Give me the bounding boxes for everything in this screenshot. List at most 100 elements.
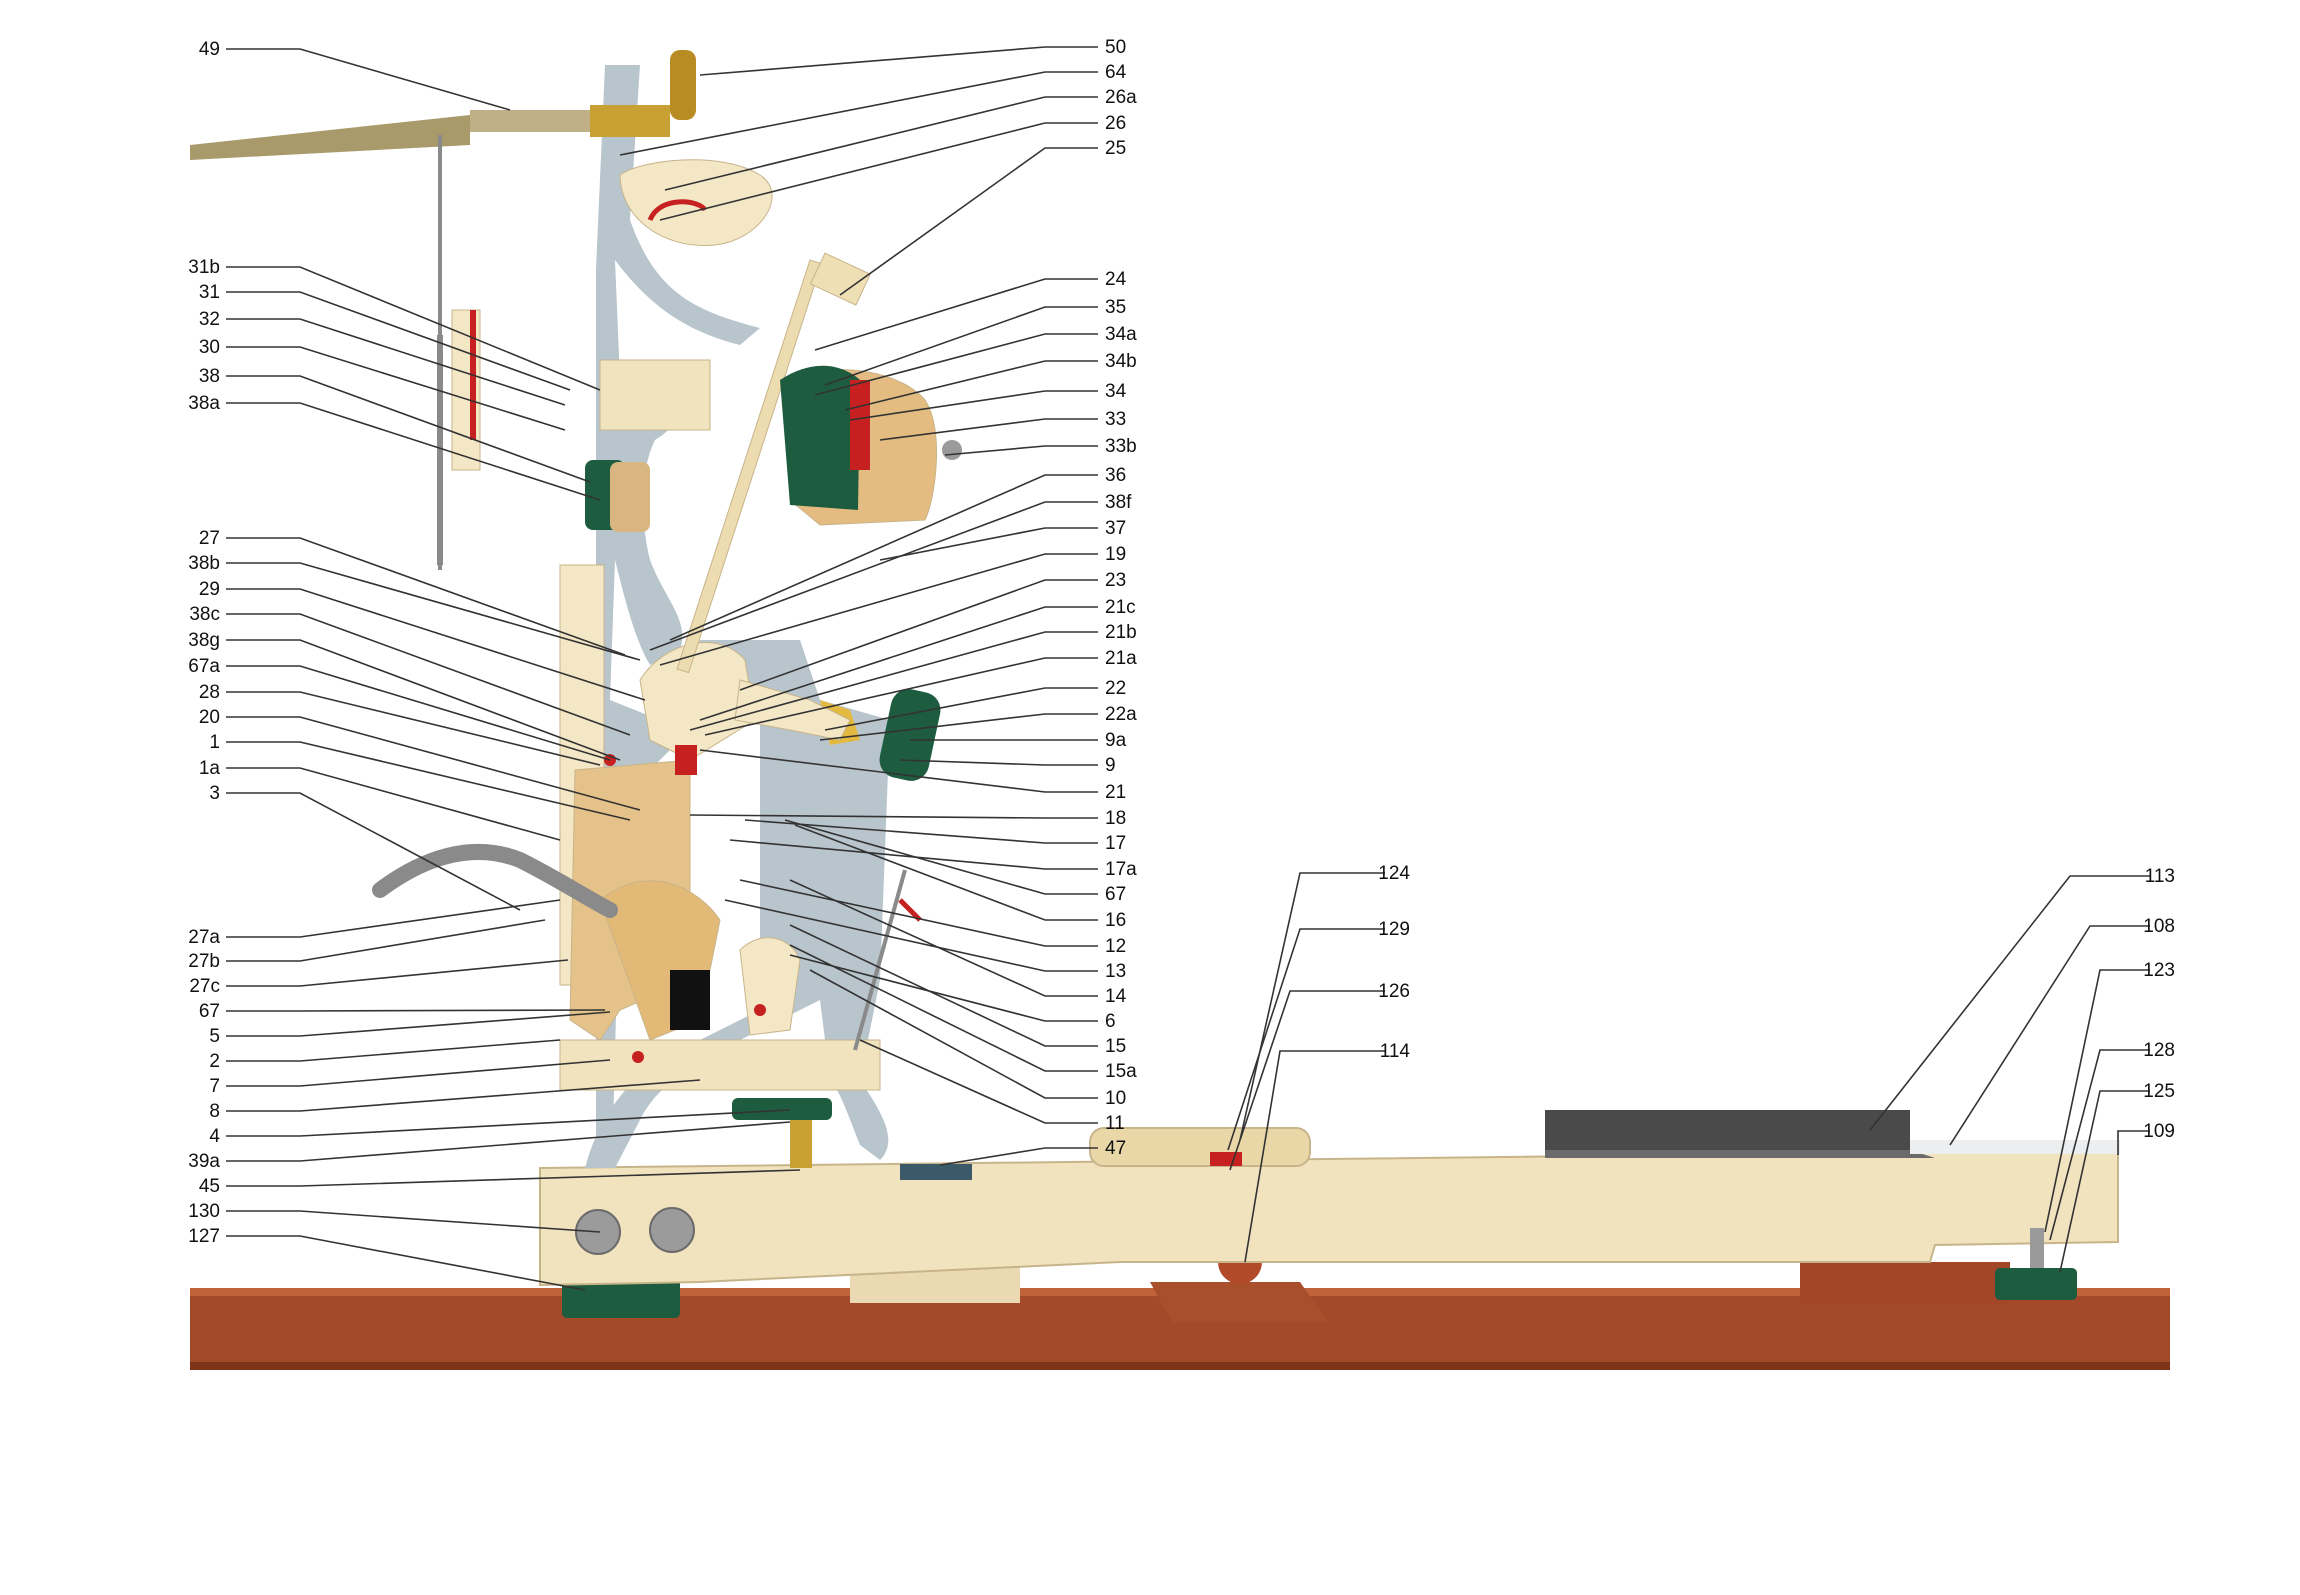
leader-line	[226, 919, 546, 962]
leader-line	[226, 767, 561, 841]
leader-line	[739, 879, 1098, 947]
leader-lines	[226, 46, 2150, 1291]
left-label: 29	[199, 579, 220, 600]
leader-line	[226, 792, 521, 911]
key-label: 113	[2145, 866, 2175, 887]
right-label: 34b	[1105, 351, 1137, 372]
leader-line	[226, 665, 611, 761]
key-label: 108	[2143, 916, 2175, 937]
left-label: 45	[199, 1176, 220, 1197]
leader-line	[226, 613, 631, 736]
leader-line	[699, 749, 1098, 793]
leader-line	[226, 899, 561, 938]
left-label: 3	[209, 783, 220, 804]
leader-line	[899, 759, 1098, 766]
left-label: 38b	[188, 553, 220, 574]
key-label: 124	[1378, 863, 1410, 884]
leader-line	[814, 333, 1098, 396]
leader-line	[844, 360, 1098, 411]
right-label: 34	[1105, 381, 1127, 402]
left-label: 38a	[188, 393, 220, 414]
right-label: 64	[1105, 62, 1127, 83]
leader-line	[2049, 1049, 2150, 1241]
right-label: 37	[1105, 518, 1126, 539]
key-label: 123	[2143, 960, 2175, 981]
leader-line	[739, 579, 1098, 691]
right-label: 33b	[1105, 436, 1137, 457]
right-label: 21c	[1105, 597, 1136, 618]
left-label: 31	[199, 282, 220, 303]
right-label: 16	[1105, 910, 1126, 931]
leader-line	[699, 46, 1098, 76]
left-label: 5	[209, 1026, 220, 1047]
leader-line	[664, 96, 1098, 191]
right-label: 12	[1105, 936, 1126, 957]
leader-line	[729, 839, 1098, 870]
leader-line	[226, 562, 641, 661]
right-label: 15a	[1105, 1061, 1137, 1082]
leader-line	[226, 1009, 606, 1012]
leader-line	[744, 819, 1098, 844]
leader-line	[226, 346, 566, 431]
left-label: 39a	[188, 1151, 220, 1172]
right-label: 9a	[1105, 730, 1127, 751]
leader-line	[859, 1039, 1098, 1124]
bridle-strap	[898, 898, 922, 922]
action-bracket	[585, 65, 890, 1168]
leader-line	[814, 278, 1098, 351]
leader-line	[789, 879, 1098, 997]
leader-line	[939, 1147, 1098, 1166]
key-label: 129	[1378, 919, 1410, 940]
right-label: 21a	[1105, 648, 1137, 669]
leader-line	[1229, 990, 1385, 1171]
left-label: 67	[199, 1001, 220, 1022]
leader-line	[226, 1011, 611, 1037]
leader-line	[689, 631, 1098, 731]
leader-line	[849, 390, 1098, 421]
front-pin	[2030, 1228, 2044, 1268]
leader-line	[1949, 925, 2150, 1146]
leader-line	[819, 713, 1098, 741]
right-label: 35	[1105, 297, 1126, 318]
left-label: 28	[199, 682, 220, 703]
key-label: 126	[1378, 981, 1410, 1002]
leader-line	[789, 954, 1098, 1022]
leader-line	[226, 537, 626, 656]
right-label: 14	[1105, 986, 1127, 1007]
right-label: 6	[1105, 1011, 1116, 1032]
leader-line	[809, 969, 1098, 1099]
action-screw	[190, 50, 696, 570]
leader-line	[2117, 1130, 2150, 1155]
leader-line	[659, 553, 1098, 666]
right-label: 23	[1105, 570, 1126, 591]
right-label: 26	[1105, 113, 1126, 134]
left-label: 1a	[199, 758, 221, 779]
right-label: 25	[1105, 138, 1126, 159]
leader-line	[226, 266, 601, 391]
leader-line	[789, 944, 1098, 1072]
leader-line	[1244, 1050, 1385, 1263]
capstan-screw	[790, 1120, 812, 1168]
left-label: 38c	[189, 604, 220, 625]
right-label: 11	[1105, 1113, 1125, 1134]
leader-line	[2044, 969, 2150, 1233]
key-label: 128	[2143, 1040, 2175, 1061]
leader-line	[794, 824, 1098, 921]
left-label: 67a	[188, 656, 220, 677]
leader-line	[226, 1109, 791, 1137]
right-label: 36	[1105, 465, 1126, 486]
leader-line	[699, 606, 1098, 721]
leader-line	[1869, 875, 2150, 1131]
leader-line	[226, 318, 566, 406]
leader-line	[226, 588, 646, 701]
left-label: 31b	[188, 257, 220, 278]
right-label: 10	[1105, 1088, 1126, 1109]
damper-pedal-wire	[372, 844, 618, 918]
right-label-column: 506426a2625243534a34b343333b3638f3719232…	[1105, 37, 1137, 1159]
leader-line	[689, 814, 1098, 819]
left-label: 8	[209, 1101, 220, 1122]
leader-line	[879, 527, 1098, 561]
leader-line	[226, 1039, 561, 1062]
